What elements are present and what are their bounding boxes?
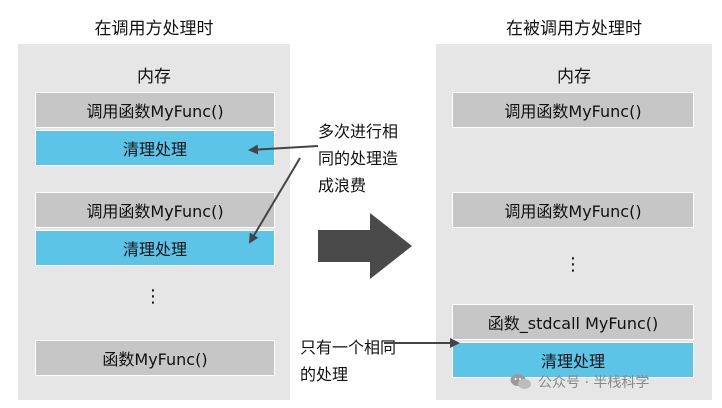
cleanup-box-1: 清理处理 [35, 130, 275, 166]
caller-cleanup-panel: 内存 调用函数MyFunc() 清理处理 调用函数MyFunc() 清理处理 ⋮… [18, 44, 290, 400]
arrow-to-cleanup-2 [248, 157, 301, 244]
call-myfunc-box-1: 调用函数MyFunc() [452, 92, 694, 128]
transition-arrow [318, 213, 412, 279]
cleanup-box-2: 清理处理 [35, 230, 275, 266]
single-process-note: 只有一个相同 的处理 [300, 334, 396, 388]
waste-note: 多次进行相 同的处理造 成浪费 [318, 118, 398, 199]
left-panel-title: 在调用方处理时 [94, 19, 214, 39]
single-note-line-2: 的处理 [300, 365, 349, 384]
watermark-text: 公众号 · 半栈科学 [538, 375, 650, 391]
myfunc-box: 函数MyFunc() [35, 340, 275, 376]
callee-cleanup-panel: 内存 调用函数MyFunc() 调用函数MyFunc() ⋮ 函数_stdcal… [436, 44, 712, 400]
cleanup-box: 清理处理 [452, 342, 694, 378]
watermark: 公众号 · 半栈科学 [510, 372, 649, 392]
waste-note-line-3: 成浪费 [318, 176, 367, 195]
right-panel-title: 在被调用方处理时 [506, 19, 642, 39]
call-myfunc-box-2: 调用函数MyFunc() [35, 192, 275, 228]
memory-label: 内存 [137, 67, 171, 87]
wechat-icon [510, 374, 531, 389]
stdcall-myfunc-box: 函数_stdcall MyFunc() [452, 304, 694, 340]
call-myfunc-box-2: 调用函数MyFunc() [452, 192, 694, 228]
memory-label: 内存 [557, 67, 591, 87]
single-note-line-1: 只有一个相同 [300, 338, 397, 357]
arrow-to-cleanup-1 [248, 144, 319, 155]
call-myfunc-box-1: 调用函数MyFunc() [35, 92, 275, 128]
waste-note-line-2: 同的处理造 [318, 149, 399, 168]
waste-note-line-1: 多次进行相 [318, 122, 399, 141]
